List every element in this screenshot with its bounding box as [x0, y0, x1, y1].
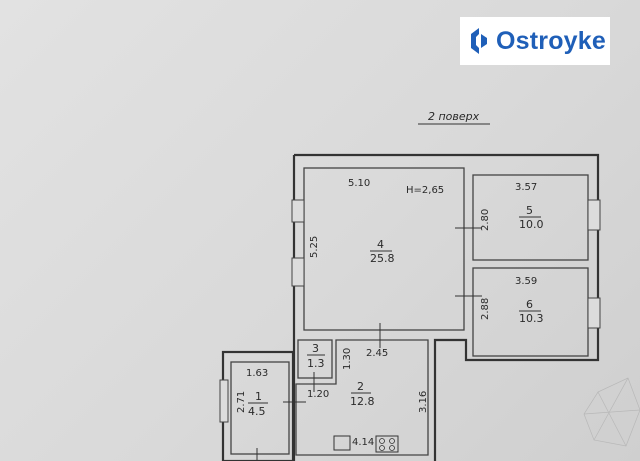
ostroyke-logo-icon	[471, 28, 487, 54]
dim-room2-top: 2.45	[366, 348, 388, 359]
room-5-number: 5	[526, 204, 533, 217]
height-note: H=2,65	[406, 185, 444, 196]
room-1-number: 1	[255, 390, 262, 403]
room-1-outline	[230, 361, 290, 455]
dim-room4-height: 5.25	[309, 236, 320, 258]
room-6-number: 6	[526, 298, 533, 311]
plan-title: 2 поверх	[428, 110, 480, 123]
room-4-area: 25.8	[370, 252, 395, 265]
dim-room3-height: 1.30	[342, 348, 353, 370]
window	[587, 297, 601, 329]
stove-burner	[389, 438, 395, 444]
room-3-area: 1.3	[307, 357, 325, 370]
room-3-number: 3	[312, 342, 319, 355]
dim-room5-width: 3.57	[515, 182, 537, 193]
window	[291, 257, 305, 287]
dim-room2-side: 3.16	[418, 391, 429, 413]
room-3-outline	[297, 339, 333, 379]
dim-room6-width: 3.59	[515, 276, 537, 287]
dim-room5-height: 2.80	[480, 209, 491, 231]
dim-room1-width: 1.63	[246, 368, 268, 379]
dim-passage: 1.20	[307, 389, 329, 400]
dim-room6-height: 2.88	[480, 298, 491, 320]
brand-name: Ostroyke	[496, 26, 606, 55]
room-2-outline	[295, 339, 429, 456]
room-4-number: 4	[377, 238, 384, 251]
room-5-area: 10.0	[519, 218, 544, 231]
watermark-graphic	[583, 377, 640, 447]
dim-room2-bottom: 4.14	[352, 437, 374, 448]
dim-room1-height: 2.71	[236, 391, 247, 413]
sink-fixture	[333, 435, 351, 451]
window	[291, 199, 305, 223]
stove-burner	[379, 445, 385, 451]
window	[587, 199, 601, 231]
room-6-area: 10.3	[519, 312, 544, 325]
room-1-area: 4.5	[248, 405, 266, 418]
room-2-area: 12.8	[350, 395, 375, 408]
stove-burner	[389, 445, 395, 451]
room-2-number: 2	[357, 380, 364, 393]
room-4-outline	[303, 167, 465, 331]
dim-room4-width: 5.10	[348, 178, 370, 189]
outer-wall	[292, 153, 600, 461]
stove-burner	[379, 438, 385, 444]
stove-fixture	[375, 435, 399, 453]
window	[219, 379, 229, 423]
brand-logo[interactable]: Ostroyke	[460, 17, 610, 65]
